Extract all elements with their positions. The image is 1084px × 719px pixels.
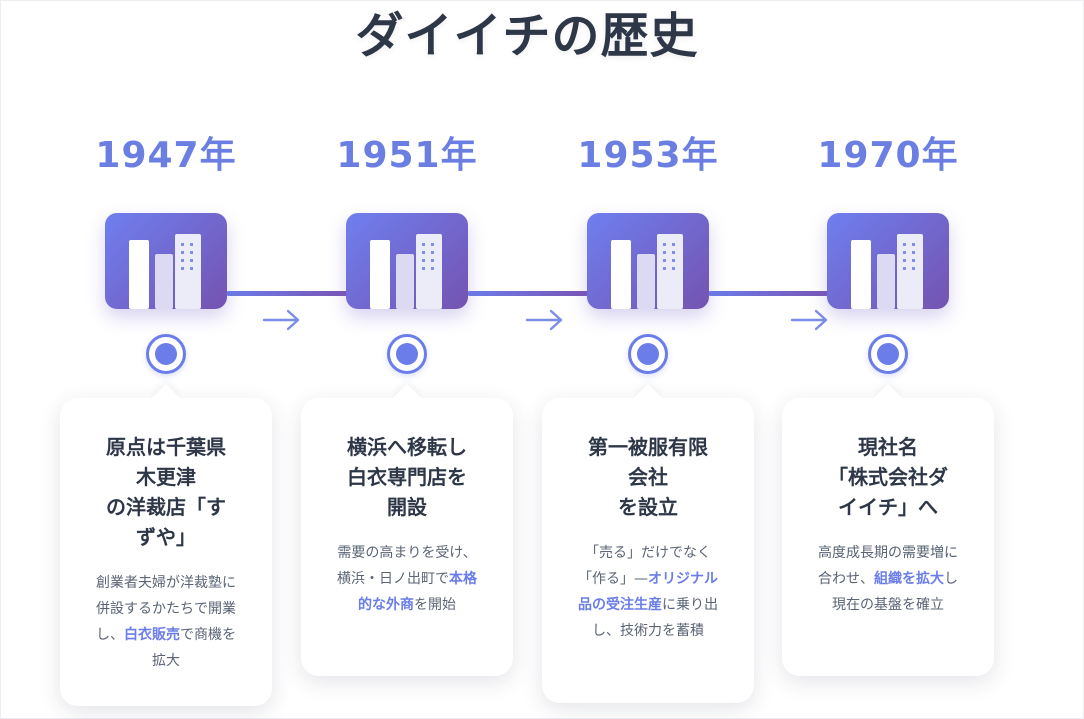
timeline-card-description: 需要の高まりを受け、横浜・日ノ出町で本格的な外商を開始: [332, 540, 482, 618]
timeline-connector: [708, 291, 830, 296]
description-text: 創業者夫婦が洋裁塾に併設するかたちで開業し、: [96, 575, 236, 643]
timeline-card-description: 高度成長期の需要増に合わせ、組織を拡大し現在の基盤を確立: [813, 540, 963, 618]
card-title-line: イイチ」へ: [838, 495, 938, 519]
card-title-line: ずや」: [136, 525, 196, 549]
timeline-card-body: 原点は千葉県木更津の洋裁店「すずや」創業者夫婦が洋裁塾に併設するかたちで開業し、…: [60, 398, 272, 706]
description-text: 高度成長期の需要増に合わせ、: [818, 545, 958, 587]
timeline-card: 原点は千葉県木更津の洋裁店「すずや」創業者夫婦が洋裁塾に併設するかたちで開業し、…: [60, 398, 272, 706]
highlight-text: 白衣販売: [124, 627, 180, 643]
timeline-card: 第一被服有限会社を設立「売る」だけでなく「作る」—オリジナル品の受注生産に乗り出…: [542, 398, 754, 703]
right-arrow-icon: [261, 306, 303, 334]
timeline-card: 現社名「株式会社ダイイチ」へ高度成長期の需要増に合わせ、組織を拡大し現在の基盤を…: [782, 398, 994, 676]
timeline-year: 1970年: [817, 135, 959, 176]
timeline-marker-dot: [396, 343, 418, 365]
right-arrow-icon: [524, 306, 566, 334]
timeline-card-title: 第一被服有限会社を設立: [573, 432, 723, 522]
description-text: を開始: [414, 597, 456, 613]
highlight-text: オリジナル品の受注生産: [578, 571, 718, 613]
card-title-line: 「株式会社ダ: [828, 465, 948, 489]
timeline-card-body: 第一被服有限会社を設立「売る」だけでなく「作る」—オリジナル品の受注生産に乗り出…: [542, 398, 754, 703]
card-title-line: 木更津: [136, 465, 196, 489]
timeline-marker: [387, 334, 427, 374]
timeline-column: 1970年現社名「株式会社ダイイチ」へ高度成長期の需要増に合わせ、組織を拡大し現…: [782, 0, 994, 719]
highlight-text: 本格的な外商: [358, 571, 477, 613]
timeline-column: 1947年原点は千葉県木更津の洋裁店「すずや」創業者夫婦が洋裁塾に併設するかたち…: [60, 0, 272, 719]
description-text: に乗り出し、技術力を蓄積: [592, 597, 718, 639]
timeline-marker-dot: [155, 343, 177, 365]
timeline-column: 1953年第一被服有限会社を設立「売る」だけでなく「作る」—オリジナル品の受注生…: [542, 0, 754, 719]
timeline-marker: [868, 334, 908, 374]
timeline-connector: [467, 291, 589, 296]
card-title-line: 会社: [628, 465, 668, 489]
timeline-marker-dot: [637, 343, 659, 365]
card-title-line: 開設: [387, 495, 427, 519]
right-arrow-icon: [789, 306, 831, 334]
timeline-column: 1951年横浜へ移転し白衣専門店を開設需要の高まりを受け、横浜・日ノ出町で本格的…: [301, 0, 513, 719]
timeline-connector: [226, 291, 348, 296]
timeline-marker: [146, 334, 186, 374]
card-title-line: 白衣専門店を: [347, 465, 467, 489]
timeline-marker-dot: [877, 343, 899, 365]
timeline-card-description: 「売る」だけでなく「作る」—オリジナル品の受注生産に乗り出し、技術力を蓄積: [573, 540, 723, 644]
description-text: 「売る」だけでなく「作る」—: [578, 545, 711, 587]
timeline-card-title: 原点は千葉県木更津の洋裁店「すずや」: [91, 432, 241, 552]
building-icon: [587, 213, 709, 309]
timeline-year: 1947年: [95, 135, 237, 176]
card-title-line: 横浜へ移転し: [347, 435, 467, 459]
highlight-text: 組織を拡大: [874, 571, 944, 587]
card-title-line: の洋裁店「す: [106, 495, 226, 519]
timeline-card-title: 横浜へ移転し白衣専門店を開設: [332, 432, 482, 522]
timeline-year: 1953年: [577, 135, 719, 176]
page-title: ダイイチの歴史: [355, 8, 699, 64]
timeline-marker: [628, 334, 668, 374]
building-icon: [105, 213, 227, 309]
timeline-card-body: 現社名「株式会社ダイイチ」へ高度成長期の需要増に合わせ、組織を拡大し現在の基盤を…: [782, 398, 994, 676]
building-icon: [346, 213, 468, 309]
building-icon: [827, 213, 949, 309]
timeline-card-body: 横浜へ移転し白衣専門店を開設需要の高まりを受け、横浜・日ノ出町で本格的な外商を開…: [301, 398, 513, 676]
card-title-line: 現社名: [858, 435, 918, 459]
description-text: で商機を拡大: [152, 627, 236, 669]
timeline-card-description: 創業者夫婦が洋裁塾に併設するかたちで開業し、白衣販売で商機を拡大: [91, 570, 241, 674]
description-text: 需要の高まりを受け、横浜・日ノ出町で: [337, 545, 477, 587]
timeline-card-title: 現社名「株式会社ダイイチ」へ: [813, 432, 963, 522]
timeline-year: 1951年: [336, 135, 478, 176]
card-title-line: 第一被服有限: [588, 435, 708, 459]
card-title-line: を設立: [618, 495, 678, 519]
description-text: し現在の基盤を確立: [832, 571, 958, 613]
card-title-line: 原点は千葉県: [106, 435, 226, 459]
timeline-card: 横浜へ移転し白衣専門店を開設需要の高まりを受け、横浜・日ノ出町で本格的な外商を開…: [301, 398, 513, 676]
